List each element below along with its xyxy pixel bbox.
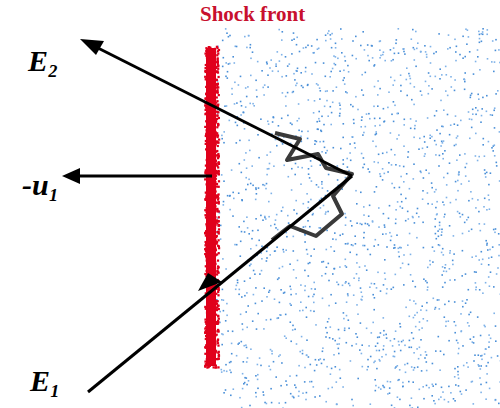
energy-in-symbol: E₁ [30, 364, 60, 398]
energy-out-symbol: E₂ [28, 44, 58, 78]
shock-front-title: Shock front [200, 2, 305, 27]
velocity-symbol: -u₁ [22, 168, 59, 202]
arrows [62, 39, 352, 392]
particle-dots [216, 28, 500, 408]
shock-front-band [204, 46, 220, 369]
